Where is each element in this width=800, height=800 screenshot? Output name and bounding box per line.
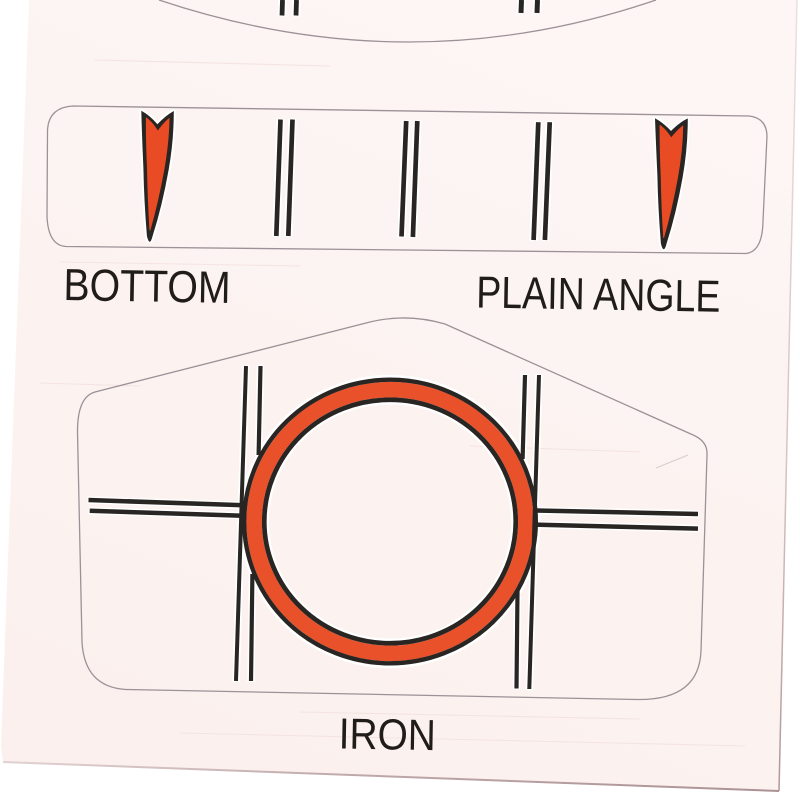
svg-text:BOTTOM: BOTTOM bbox=[63, 260, 231, 313]
svg-text:PLAIN ANGLE: PLAIN ANGLE bbox=[476, 266, 721, 321]
svg-text:IRON: IRON bbox=[338, 709, 436, 759]
